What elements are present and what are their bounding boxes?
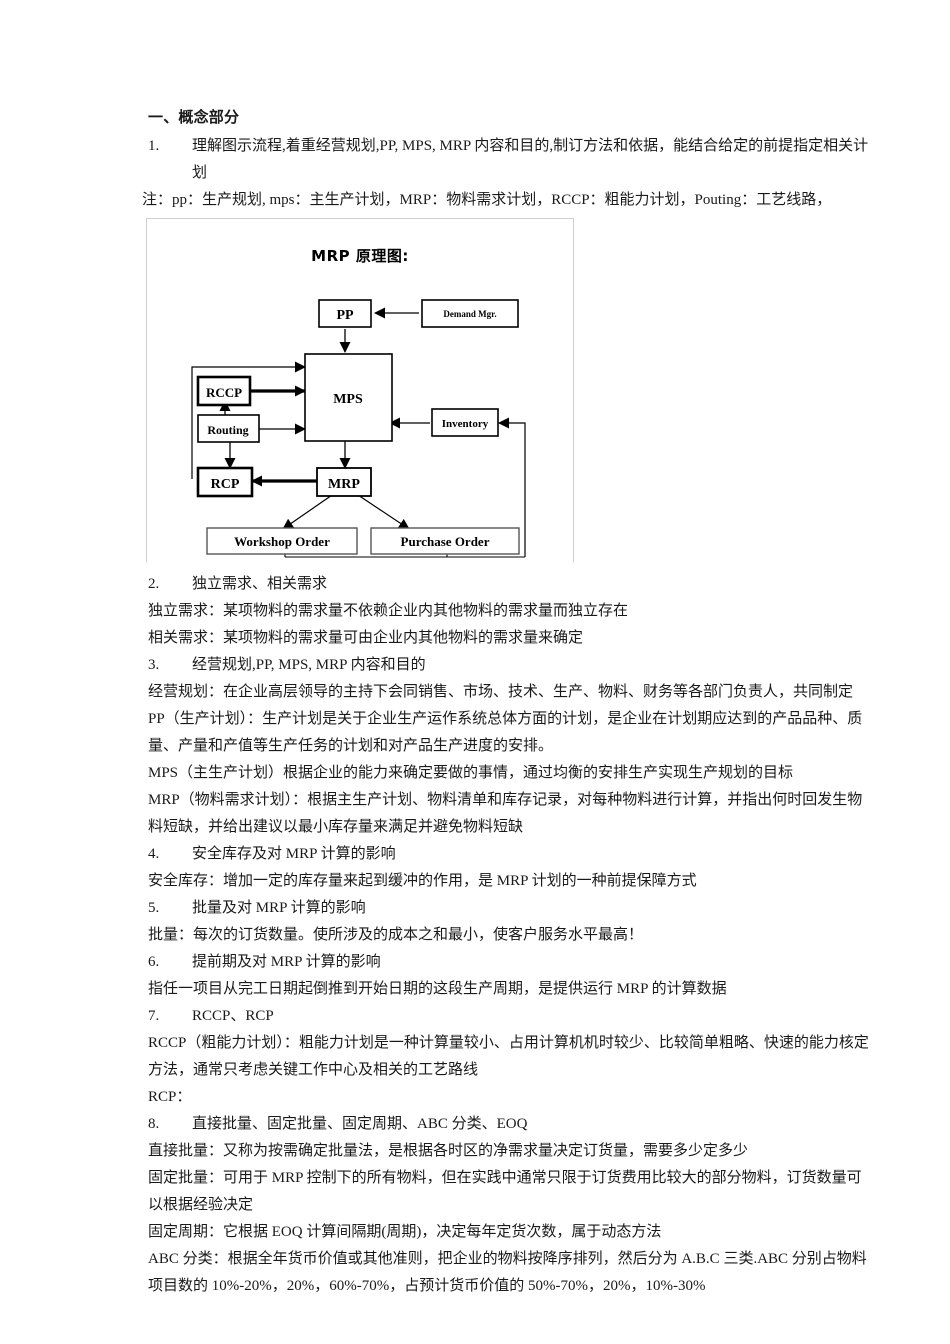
list-item-1: 1. 理解图示流程,着重经营规划,PP, MPS, MRP 内容和目的,制订方法和… (148, 133, 880, 187)
list-item-4: 4. 安全库存及对 MRP 计算的影响 (148, 841, 880, 868)
list-item-text: 提前期及对 MRP 计算的影响 (192, 954, 381, 970)
node-pp-label: PP (336, 308, 354, 323)
list-item-6: 6. 提前期及对 MRP 计算的影响 (148, 949, 880, 976)
list-item-number: 1. (148, 138, 160, 154)
list-item-text: 直接批量、固定批量、固定周期、ABC 分类、EOQ (192, 1116, 528, 1132)
paragraph-lead-time: 指任一项目从完工日期起倒推到开始日期的这段生产周期，是提供运行 MRP 的计算数… (148, 981, 727, 997)
node-rcp-label: RCP (211, 477, 240, 492)
paragraph-abc: ABC 分类：根据全年货币价值或其他准则，把企业的物料按降序排列，然后分为 A.… (148, 1251, 867, 1294)
paragraph-related-demand: 相关需求：某项物料的需求量可由企业内其他物料的需求量来确定 (148, 630, 584, 646)
list-item-number: 6. (148, 954, 160, 970)
list-item-number: 4. (148, 846, 160, 862)
node-purchase-order-label: Purchase Order (401, 534, 490, 549)
paragraph-independent-demand: 独立需求：某项物料的需求量不依赖企业内其他物料的需求量而独立存在 (148, 603, 629, 619)
paragraph-rccp: RCCP（粗能力计划）：粗能力计划是一种计算量较小、占用计算机机时较少、比较简单… (148, 1035, 869, 1078)
node-demand-mgr-label: Demand Mgr. (443, 309, 496, 319)
list-item-8: 8. 直接批量、固定批量、固定周期、ABC 分类、EOQ (148, 1111, 880, 1138)
figure-title: MRP 原理图: (311, 247, 409, 265)
node-workshop-order-label: Workshop Order (234, 534, 330, 549)
node-mps-label: MPS (333, 392, 363, 407)
list-item-number: 3. (148, 657, 160, 673)
list-item-3: 3. 经营规划,PP, MPS, MRP 内容和目的 (148, 652, 880, 679)
list-item-7: 7. RCCP、RCP (148, 1003, 880, 1030)
mrp-flow-diagram: PP Demand Mgr. MPS RCCP Routing RCP MR (191, 299, 526, 558)
list-item-text: 独立需求、相关需求 (192, 576, 328, 592)
note-line: 注：pp：生产规划, mps：主生产计划，MRP：物料需求计划，RCCP：粗能力… (142, 192, 832, 208)
paragraph-direct-lot: 直接批量：又称为按需确定批量法，是根据各时区的净需求量决定订货量，需要多少定多少 (148, 1143, 749, 1159)
paragraph-business-plan: 经营规划：在企业高层领导的主持下会同销售、市场、技术、生产、物料、财务等各部门负… (148, 684, 854, 700)
node-routing-label: Routing (207, 423, 248, 437)
list-item-text: 安全库存及对 MRP 计算的影响 (192, 846, 396, 862)
node-inventory-label: Inventory (442, 418, 489, 430)
node-rccp-label: RCCP (206, 385, 242, 400)
paragraph-rcp: RCP： (148, 1089, 192, 1105)
paragraph-fixed-lot: 固定批量：可用于 MRP 控制下的所有物料，但在实践中通常只限于订货费用比较大的… (148, 1170, 862, 1213)
paragraph-pp: PP（生产计划）：生产计划是关于企业生产运作系统总体方面的计划，是企业在计划期应… (148, 711, 863, 754)
paragraph-safety-stock: 安全库存：增加一定的库存量来起到缓冲的作用，是 MRP 计划的一种前提保障方式 (148, 873, 697, 889)
list-item-text: RCCP、RCP (192, 1008, 274, 1024)
page-title: 一、概念部分 (148, 110, 240, 126)
node-mrp-label: MRP (328, 477, 360, 492)
paragraph-mps: MPS（主生产计划）根据企业的能力来确定要做的事情，通过均衡的安排生产实现生产规… (148, 765, 794, 781)
list-item-text: 经营规划,PP, MPS, MRP 内容和目的 (192, 657, 426, 673)
figure-frame: MRP 原理图: (146, 218, 574, 563)
list-item-number: 8. (148, 1116, 160, 1132)
paragraph-mrp: MRP（物料需求计划）：根据主生产计划、物料清单和库存记录，对每种物料进行计算，… (148, 792, 863, 835)
figure-container: MRP 原理图: (146, 218, 880, 563)
list-item-2: 2. 独立需求、相关需求 (148, 571, 880, 598)
list-item-text: 批量及对 MRP 计算的影响 (192, 900, 366, 916)
list-item-number: 7. (148, 1008, 160, 1024)
list-item-5: 5. 批量及对 MRP 计算的影响 (148, 895, 880, 922)
paragraph-lot-size: 批量：每次的订货数量。使所涉及的成本之和最小，使客户服务水平最高！ (148, 927, 644, 943)
list-item-number: 2. (148, 576, 160, 592)
list-item-text: 理解图示流程,着重经营规划,PP, MPS, MRP 内容和目的,制订方法和依据… (192, 138, 869, 181)
list-item-number: 5. (148, 900, 160, 916)
paragraph-fixed-period: 固定周期：它根据 EOQ 计算间隔期(周期)，决定每年定货次数，属于动态方法 (148, 1224, 662, 1240)
